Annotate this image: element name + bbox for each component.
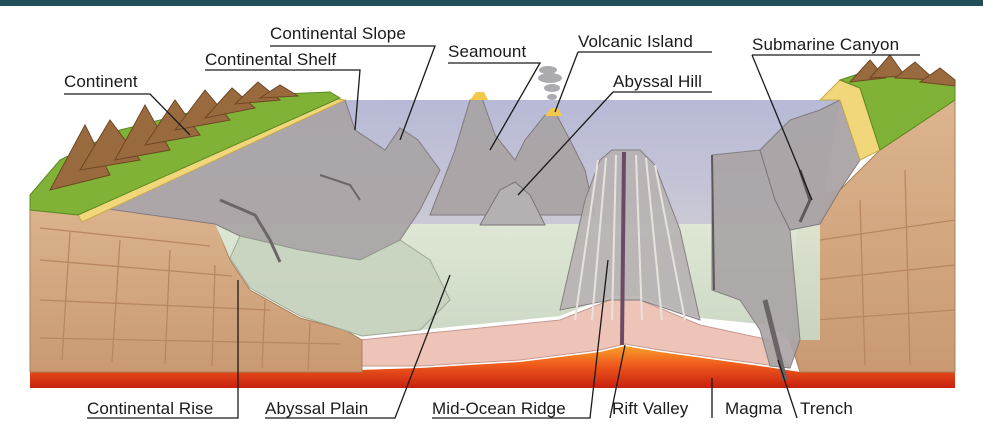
label-mid-ocean-ridge: Mid-Ocean Ridge: [432, 399, 566, 418]
right-mountains: [848, 54, 956, 87]
rift-valley-line: [620, 151, 626, 346]
label-submarine-canyon: Submarine Canyon: [752, 35, 900, 54]
abyssal-hill-shape: [479, 181, 546, 226]
label-seamount: Seamount: [448, 42, 527, 61]
shelf-crack: [319, 174, 361, 201]
left-strata-lines: [39, 227, 341, 371]
label-volcanic-island: Volcanic Island: [578, 32, 693, 51]
label-continent: Continent: [64, 72, 138, 91]
left-mountains: [49, 81, 300, 191]
trench-crack: [762, 299, 788, 381]
trench-edge: [711, 154, 715, 291]
magma-layer: [30, 346, 955, 388]
label-continental-slope: Continental Slope: [270, 24, 406, 43]
volcanic-plume: [538, 66, 562, 100]
label-trench: Trench: [800, 399, 853, 418]
right-strata-lines: [814, 169, 956, 366]
label-magma: Magma: [725, 399, 783, 418]
right-continental-slope: [759, 99, 861, 231]
seamount-tip: [470, 92, 488, 100]
label-rift-valley: Rift Valley: [612, 399, 689, 418]
slope-crack: [219, 198, 282, 263]
label-continental-shelf: Continental Shelf: [205, 50, 337, 69]
label-abyssal-plain: Abyssal Plain: [265, 399, 369, 418]
ridge-lines: [574, 154, 686, 321]
label-continental-rise: Continental Rise: [87, 399, 214, 418]
leader-lines: [64, 45, 920, 419]
top-border: [0, 0, 983, 6]
volcanic-island-cone: [545, 108, 562, 116]
label-abyssal-hill: Abyssal Hill: [613, 72, 703, 91]
